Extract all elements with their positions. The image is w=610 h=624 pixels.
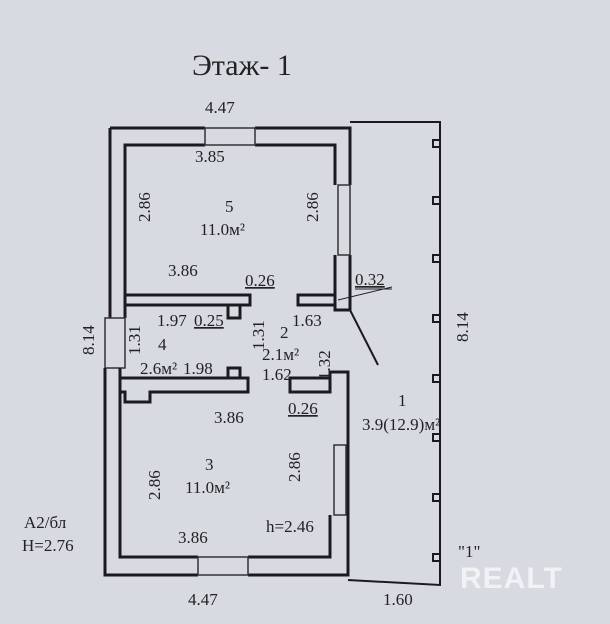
window-top bbox=[204, 127, 256, 146]
floor-title: Этаж- 1 bbox=[192, 49, 292, 82]
window-left bbox=[104, 317, 126, 369]
room2-area: 2.1м² bbox=[262, 345, 299, 364]
porch-posts bbox=[432, 139, 441, 562]
dim-room3-bottom: 3.86 bbox=[178, 528, 208, 547]
dim-room3-left: 2.86 bbox=[145, 470, 164, 500]
dim-hall-162: 1.62 bbox=[262, 365, 292, 384]
dim-wall-026-top: 0.26 bbox=[245, 271, 275, 290]
dim-hall-198: 1.98 bbox=[183, 359, 213, 378]
room4-area: 2.6м² bbox=[140, 359, 177, 378]
dim-wall-025: 0.25 bbox=[194, 311, 224, 330]
room5-area: 11.0м² bbox=[200, 220, 245, 239]
dim-hall-197: 1.97 bbox=[157, 311, 187, 330]
room1-number: 1 bbox=[398, 391, 407, 410]
window-room3 bbox=[333, 444, 347, 516]
dim-room5-right: 2.86 bbox=[303, 192, 322, 222]
dim-hall-132: 1.32 bbox=[315, 350, 334, 380]
dim-porch-width: 1.60 bbox=[383, 590, 413, 609]
dim-wall-032: 0.32 bbox=[355, 270, 385, 289]
realt-watermark: REALT bbox=[460, 562, 563, 595]
dim-left-height: 8.14 bbox=[79, 325, 98, 355]
room3-number: 3 bbox=[205, 455, 214, 474]
door-swing bbox=[349, 309, 379, 366]
dim-bottom-width: 4.47 bbox=[188, 590, 218, 609]
dim-hall-131-a: 1.31 bbox=[125, 325, 144, 355]
dim-room5-left: 2.86 bbox=[135, 192, 154, 222]
dim-hall-163: 1.63 bbox=[292, 311, 322, 330]
height-total-note: H=2.76 bbox=[22, 536, 74, 555]
dim-room5-top: 3.85 bbox=[195, 147, 225, 166]
room3-area: 11.0м² bbox=[185, 478, 230, 497]
dim-wall-026-bottom: 0.26 bbox=[288, 399, 318, 418]
dim-room3-top: 3.86 bbox=[214, 408, 244, 427]
room5-number: 5 bbox=[225, 197, 234, 216]
room4-number: 4 bbox=[158, 335, 167, 354]
wall-type-note: А2/бл bbox=[24, 513, 67, 532]
room2-number: 2 bbox=[280, 323, 289, 342]
walls bbox=[103, 121, 441, 587]
window-bottom bbox=[197, 556, 249, 576]
dim-top-width: 4.47 bbox=[205, 98, 235, 117]
window-room5 bbox=[337, 184, 351, 256]
dim-room3-right: 2.86 bbox=[285, 452, 304, 482]
dim-hall-131-b: 1.31 bbox=[249, 320, 268, 350]
room1-area: 3.9(12.9)м² bbox=[362, 415, 440, 434]
dim-right-height: 8.14 bbox=[453, 312, 472, 342]
dim-room5-bottom: 3.86 bbox=[168, 261, 198, 280]
porch-label: "1" bbox=[458, 542, 480, 561]
height-inner: h=2.46 bbox=[266, 517, 314, 536]
